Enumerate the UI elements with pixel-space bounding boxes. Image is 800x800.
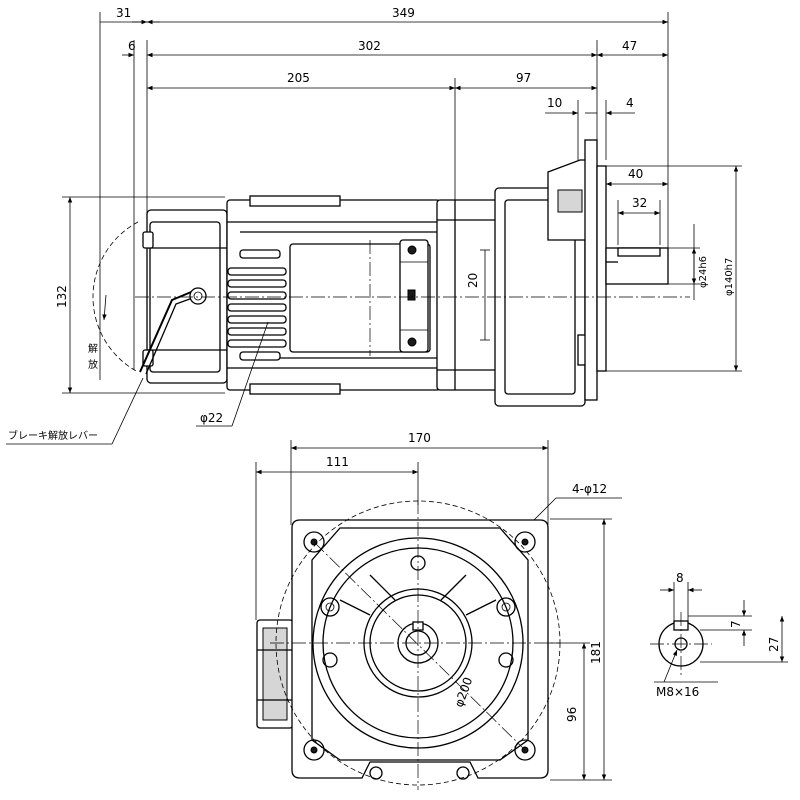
dim-4-label: 4: [626, 96, 634, 110]
dim-111: 111: [255, 455, 419, 620]
mounting-flange: [584, 139, 607, 401]
dim-32-label: 32: [632, 196, 647, 210]
brake-release-lever: [139, 287, 207, 375]
brake-lever-label: ブレーキ解放レバー: [8, 429, 98, 442]
dim-27-label: 27: [767, 637, 781, 652]
dim-31: 31: [100, 6, 160, 25]
dim-97: 97: [455, 71, 597, 91]
dim-181: 181: [550, 518, 612, 781]
dim-32: 32: [617, 196, 661, 245]
dim-31-label: 31: [116, 6, 131, 20]
dim-6: 6: [122, 39, 136, 58]
terminal-box: [289, 239, 431, 353]
dim-7: 7: [688, 600, 752, 646]
dim-8: 8: [660, 571, 702, 622]
dim-spigot-dia: φ140h7: [606, 165, 742, 372]
holes-callout: 4-φ12: [525, 482, 622, 529]
gearbox-body: [494, 159, 591, 407]
dim-20-label: 20: [466, 273, 480, 288]
dim-132-label: 132: [55, 285, 69, 308]
dim-7-label: 7: [729, 620, 743, 628]
lever-dia-label: φ22: [200, 411, 223, 425]
cooling-fins: [227, 249, 287, 361]
dim-170-label: 170: [408, 431, 431, 445]
dim-302-label: 302: [358, 39, 381, 53]
dim-170: 170: [290, 431, 549, 525]
dim-40-label: 40: [628, 167, 643, 181]
dim-181-label: 181: [589, 641, 603, 664]
dim-97-label: 97: [516, 71, 531, 85]
dim-40: 40: [606, 167, 668, 187]
front-terminal-box: [256, 619, 294, 729]
dim-96-label: 96: [565, 707, 579, 722]
dim-8-label: 8: [676, 571, 684, 585]
dim-47-label: 47: [622, 39, 637, 53]
front-view: 170 111 4-φ12 181 96: [255, 431, 622, 790]
dim-10: 10: [545, 96, 597, 116]
release-label-1: 解: [88, 342, 98, 355]
dim-111-label: 111: [326, 455, 349, 469]
dim-6-label: 6: [128, 39, 136, 53]
dim-205: 205: [147, 71, 455, 91]
gearbox-adapter: 20: [436, 199, 498, 391]
dim-205-label: 205: [287, 71, 310, 85]
dim-349-label: 349: [392, 6, 415, 20]
dim-349: 349: [147, 6, 668, 25]
brake-lever-callout: ブレーキ解放レバー: [6, 377, 144, 445]
tap-callout: M8×16: [654, 649, 718, 699]
tap-label: M8×16: [656, 685, 699, 699]
release-label-2: 放: [88, 358, 98, 371]
dim-4: 4: [606, 96, 635, 116]
shaft-dia-label: φ24h6: [698, 256, 709, 288]
flange-plate: [291, 519, 549, 779]
extension-lines-top: [99, 12, 669, 380]
output-shaft: [605, 247, 669, 285]
dim-47: 47: [597, 39, 668, 58]
mounting-holes: [303, 531, 536, 780]
brake-release-arc: 解 放: [88, 221, 139, 373]
lever-dia-callout: φ22: [196, 321, 269, 427]
dim-302: 302: [147, 39, 597, 58]
shaft-end-view: 8 7 27 M8×16: [650, 571, 788, 699]
side-view: 31 349 6 302 47 205 97 10: [6, 6, 742, 445]
spigot-dia-label: φ140h7: [724, 258, 735, 296]
dim-27: 27: [700, 616, 788, 663]
dim-132: 132: [55, 196, 225, 394]
holes-label: 4-φ12: [572, 482, 607, 496]
dim-10-label: 10: [547, 96, 562, 110]
dim-shaft-dia: φ24h6: [668, 224, 709, 300]
brake-cover: [142, 209, 228, 384]
